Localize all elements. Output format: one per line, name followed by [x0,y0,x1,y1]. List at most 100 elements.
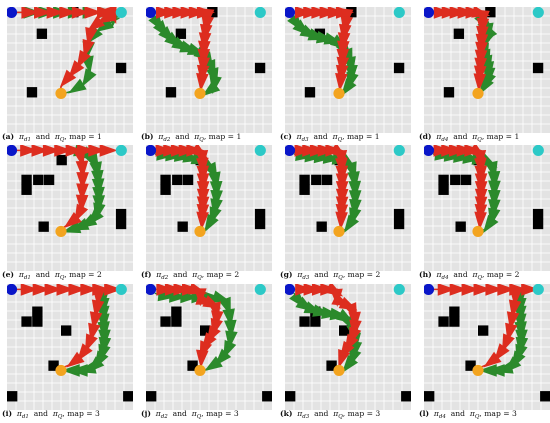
path-pi-q-arrow [478,364,497,377]
obstacle-block [61,325,72,336]
caption-map-label: map = [208,132,235,141]
obstacle-block [33,174,44,186]
obstacle-block [485,7,496,18]
path-pi-q-arrow [483,214,499,234]
caption-conjunction: and [314,270,329,279]
obstacle-block [171,306,182,317]
obstacle-block [38,221,49,232]
obstacle-block [115,218,127,230]
path-pi-d-arrow [32,284,51,296]
obstacle-block [299,184,310,195]
obstacle-block [449,316,460,327]
caption-policy-subscript: Q [477,275,483,281]
current-position-marker [333,364,345,376]
obstacle-block [171,316,182,327]
caption-policy-subscript: d3 [302,275,310,281]
caption-policy-subscript: Q [197,275,202,281]
path-pi-q-arrow [341,78,357,97]
obstacle-block [339,325,350,336]
obstacle-block [299,316,310,327]
path-pi-d-arrow [76,49,91,69]
caption-map-value: 1 [97,132,102,141]
caption-map-value: 1 [374,132,380,141]
goal-marker [254,7,266,18]
grid-map [424,7,550,133]
obstacle-block [254,208,266,220]
grid-map [285,7,411,133]
start-marker [146,284,157,295]
path-pi-q-arrow [349,199,362,218]
caption-policy-symbol: π [296,132,302,141]
subfigure-panel: (d) πd4 and πQ, map = 1 [417,7,550,145]
subfigure-caption: (b) πd2 and πQ, map = 1 [141,132,242,143]
path-pi-d-arrow [34,7,53,19]
path-pi-d-arrow [21,7,40,19]
obstacle-block [32,316,43,327]
caption-label: (g) [280,270,293,279]
path-pi-d-arrow [97,7,116,19]
caption-label: (f) [141,270,152,279]
caption-policy-subscript: d4 [441,137,449,143]
obstacle-block [21,316,32,327]
obstacle-block [165,87,177,98]
grid-map [285,284,411,410]
path-pi-d-arrow [474,211,487,230]
caption-map-label: map = [206,270,232,279]
caption-policy-symbol: π [333,270,339,279]
path-pi-d-arrow [449,284,468,296]
path-pi-d-arrow [338,349,351,369]
start-marker [285,7,296,18]
obstacle-block [123,391,133,402]
caption-conjunction: and [173,270,188,279]
caption-policy-symbol: π [436,132,442,141]
caption-policy-symbol: π [54,270,60,279]
subfigure-caption: (h) πd4 and πQ, map = 2 [419,270,520,281]
subfigure-caption: (l) πd4 and πQ, map = 3 [419,409,517,420]
path-pi-q-arrow [61,364,80,377]
start-marker [7,7,18,18]
start-marker [424,145,435,156]
obstacle-block [449,306,460,317]
obstacle-block [115,208,127,220]
obstacle-block [450,174,461,186]
caption-map-label: map = [347,270,374,279]
caption-policy-symbol: π [332,132,338,141]
obstacle-block [36,28,48,39]
obstacle-block [310,316,321,327]
subfigure-panel: (c) πd3 and πQ, map = 1 [278,7,415,145]
grid-map [146,284,272,410]
path-pi-q-arrow [348,180,362,199]
caption-label: (a) [2,132,15,141]
caption-label: (h) [419,270,432,279]
obstacle-block [175,28,187,39]
obstacle-block [285,391,296,402]
subfigure-panel: (i) πd1 and πQ, map = 3 [0,284,137,422]
obstacle-block [393,62,405,74]
caption-label: (e) [2,270,15,279]
obstacle-block [48,360,59,371]
path-pi-d-arrow [509,288,523,307]
path-pi-d-arrow [485,284,504,296]
path-pi-d-arrow [68,284,87,296]
caption-conjunction: and [35,132,51,141]
grid-map [7,145,133,271]
caption-policy-symbol: π [472,270,478,279]
caption-policy-symbol: π [436,270,442,279]
current-position-marker [472,87,484,99]
obstacle-block [56,154,67,166]
path-pi-d-arrow [211,310,224,329]
path-pi-d-arrow [86,15,105,32]
path-pi-d-arrow [521,284,540,296]
path-pi-d-arrow [104,284,123,296]
start-marker [285,284,296,295]
caption-policy-symbol: π [192,270,198,279]
path-pi-q-arrow [204,213,219,233]
path-pi-d-arrow [63,212,82,229]
caption-policy-subscript: Q [477,137,482,143]
path-pi-d-arrow [42,145,61,157]
current-position-marker [333,225,345,237]
obstacle-block [254,218,266,230]
goal-marker [115,145,127,156]
caption-policy-subscript: Q [57,414,63,420]
path-pi-d-arrow [483,351,502,368]
